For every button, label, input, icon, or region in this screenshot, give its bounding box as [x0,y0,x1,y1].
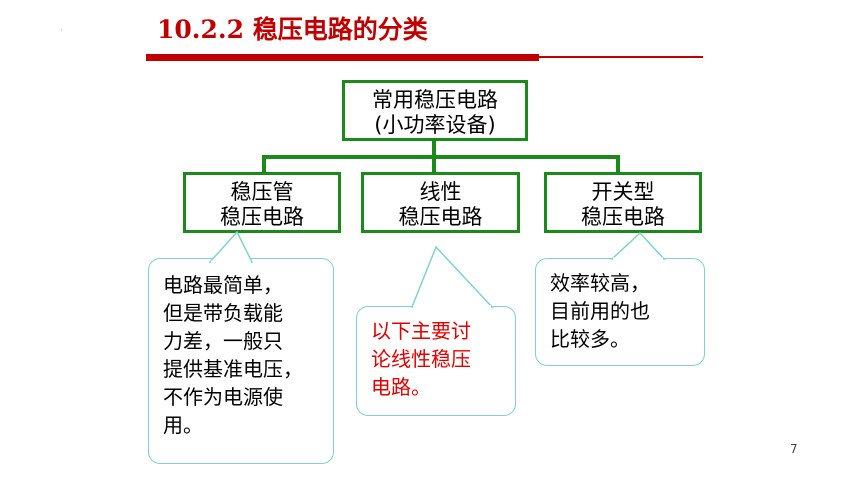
note-linear-line: 论线性稳压 [371,347,471,371]
child-node-zener: 稳压管 稳压电路 [183,172,341,233]
note-linear-tail [410,245,494,308]
note-linear: 以下主要讨 论线性稳压 电路。 [356,306,516,416]
note-zener-line: 提供基准电压， [163,357,303,381]
child-node-switching: 开关型 稳压电路 [544,172,702,233]
connector-right-down [616,155,620,174]
page-title: 10.2.2 稳压电路的分类 [157,15,428,44]
child-linear-line1: 线性 [419,180,462,204]
connector-horizontal [262,155,620,159]
note-switching-line: 比较多。 [550,327,630,351]
note-linear-line: 以下主要讨 [371,319,471,343]
connector-middle-down [432,155,436,174]
title-underline [146,54,539,61]
note-zener: 电路最简单， 但是带负载能 力差，一般只 提供基准电压， 不作为电源使 用。 [148,258,334,464]
child-linear-line2: 稳压电路 [398,205,483,229]
note-zener-line: 但是带负载能 [163,301,283,325]
note-zener-line: 不作为电源使 [163,385,283,409]
root-node: 常用稳压电路 (小功率设备) [342,80,528,141]
child-zener-line1: 稳压管 [230,180,294,204]
corner-dot: · [60,26,63,35]
child-node-linear: 线性 稳压电路 [361,172,520,233]
child-switching-line1: 开关型 [591,180,655,204]
note-switching: 效率较高， 目前用的也 比较多。 [535,258,705,366]
note-switching-tail [610,231,666,260]
page-number: 7 [790,442,798,456]
note-linear-line: 电路。 [371,375,431,399]
note-switching-line: 效率较高， [550,271,650,295]
note-zener-line: 电路最简单， [163,273,283,297]
title-underline-thin [539,56,703,58]
connector-root-down [432,139,436,156]
root-line1: 常用稳压电路 [372,88,498,112]
root-line2: (小功率设备) [374,113,496,137]
child-zener-line2: 稳压电路 [220,205,304,229]
note-zener-line: 力差，一般只 [163,329,283,353]
note-switching-line: 目前用的也 [550,299,650,323]
connector-left-down [262,155,266,174]
note-zener-line: 用。 [163,413,203,437]
child-switching-line2: 稳压电路 [581,205,665,229]
